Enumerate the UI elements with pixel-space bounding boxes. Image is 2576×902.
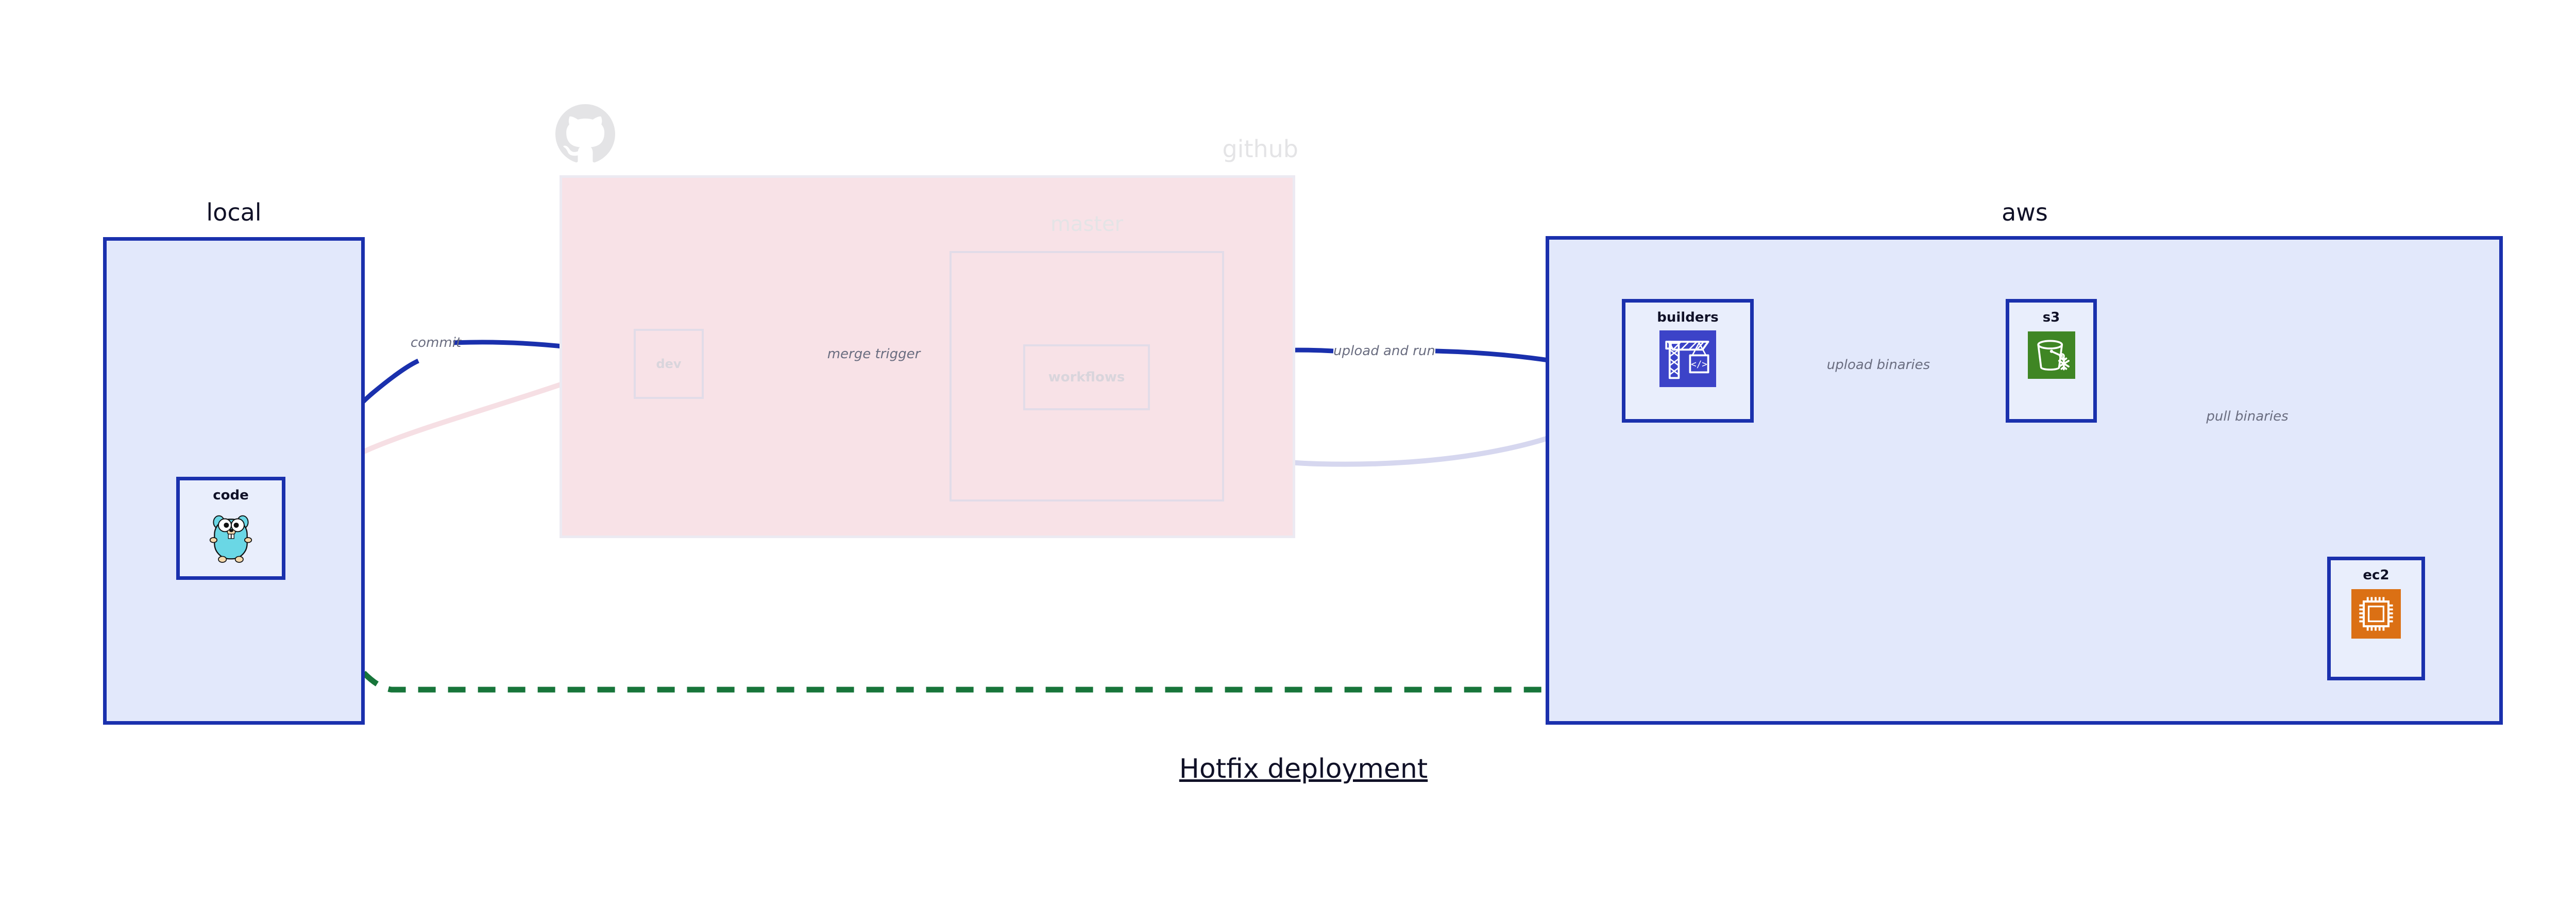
cluster-github	[560, 175, 1295, 538]
node-code-label: code	[213, 488, 249, 503]
aws-codebuild-crane-icon: </>	[1659, 330, 1716, 387]
cluster-master-title: master	[1050, 212, 1124, 236]
svg-text:</>: </>	[1691, 360, 1707, 370]
node-workflows-label: workflows	[1048, 370, 1125, 385]
edge-label-merge-trigger: merge trigger	[827, 346, 921, 362]
node-ec2[interactable]: ec2	[2327, 557, 2425, 680]
node-builders-label: builders	[1657, 310, 1719, 325]
node-code[interactable]: code	[176, 477, 285, 580]
cluster-github-title: github	[1222, 135, 1298, 163]
node-builders[interactable]: builders </>	[1622, 299, 1754, 423]
cluster-local-title: local	[206, 198, 262, 226]
node-workflows[interactable]: workflows	[1023, 344, 1150, 410]
aws-s3-glacier-bucket-icon	[2027, 331, 2075, 379]
node-s3-label: s3	[2042, 310, 2060, 325]
node-s3[interactable]: s3	[2006, 299, 2097, 423]
aws-ec2-chip-icon	[2351, 589, 2401, 639]
edge-label-commit: commit	[410, 335, 462, 350]
node-ec2-label: ec2	[2363, 567, 2389, 583]
edge-label-upload-binaries: upload binaries	[1826, 357, 1930, 373]
github-logo-icon	[555, 104, 615, 164]
go-gopher-icon	[206, 507, 256, 567]
edge-label-upload-and-run: upload and run	[1333, 343, 1435, 359]
edge-label-pull-binaries: pull binaries	[2206, 409, 2289, 424]
cluster-master	[950, 251, 1224, 502]
node-dev-label: dev	[656, 357, 682, 371]
node-dev[interactable]: dev	[634, 329, 704, 399]
page-title: Hotfix deployment	[1179, 754, 1428, 784]
cluster-aws-title: aws	[2002, 198, 2048, 226]
